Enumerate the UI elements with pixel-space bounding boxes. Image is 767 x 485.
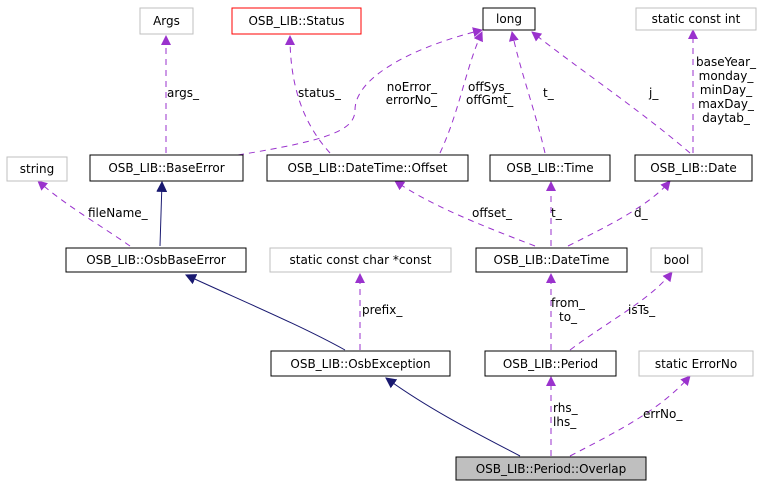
label-rhs: rhs_	[553, 401, 579, 415]
node-datetime-label: OSB_LIB::DateTime	[494, 253, 610, 267]
label-date-d: d_	[634, 206, 649, 220]
label-lhs: lhs_	[553, 415, 577, 429]
label-minday: minDay_	[700, 83, 753, 97]
label-maxday: maxDay_	[698, 97, 755, 111]
node-bool[interactable]: bool	[650, 247, 703, 273]
node-static-int[interactable]: static const int	[635, 7, 757, 31]
label-to: to_	[559, 310, 578, 324]
edge-datetime-date	[567, 180, 671, 247]
label-daytab: daytab_	[702, 111, 751, 125]
node-long-label: long	[496, 12, 522, 26]
node-osb-base-error[interactable]: OSB_LIB::OsbBaseError	[65, 247, 247, 273]
node-static-errorno-label: static ErrorNo	[655, 357, 737, 371]
node-args-label: Args	[153, 14, 180, 28]
node-osb-exception[interactable]: OSB_LIB::OsbException	[270, 350, 451, 377]
node-osb-exception-label: OSB_LIB::OsbException	[290, 357, 430, 371]
edge-overlap-osbexception	[385, 377, 521, 457]
node-string-label: string	[20, 162, 54, 176]
label-offgmt: offGmt_	[466, 93, 514, 107]
node-period[interactable]: OSB_LIB::Period	[484, 350, 617, 377]
label-ists: isTs_	[628, 303, 656, 317]
nodes: Args OSB_LIB::Status long static const i…	[6, 7, 757, 481]
edge-offset-long	[439, 31, 483, 154]
edge-osbbaseerror-string	[37, 180, 131, 247]
label-prefix: prefix_	[362, 303, 403, 317]
node-static-errorno[interactable]: static ErrorNo	[638, 350, 754, 377]
node-date[interactable]: OSB_LIB::Date	[634, 154, 753, 182]
node-date-label: OSB_LIB::Date	[650, 161, 737, 175]
label-time-t: t_	[543, 86, 555, 100]
label-from: from_	[551, 296, 586, 310]
label-baseyear: baseYear_	[696, 55, 757, 69]
node-overlap-label: OSB_LIB::Period::Overlap	[476, 462, 627, 476]
node-static-char-label: static const char *const	[290, 253, 432, 267]
node-string[interactable]: string	[6, 156, 68, 182]
node-base-error-label: OSB_LIB::BaseError	[108, 161, 224, 175]
label-monday: monday_	[699, 69, 755, 83]
label-filename: fileName_	[88, 206, 149, 220]
label-date-j: j_	[648, 86, 659, 100]
node-status[interactable]: OSB_LIB::Status	[231, 7, 362, 35]
edge-osbexception-osbbaseerror	[185, 274, 346, 351]
node-datetime[interactable]: OSB_LIB::DateTime	[475, 247, 628, 273]
node-static-char[interactable]: static const char *const	[269, 247, 452, 273]
label-errno: errNo_	[643, 407, 683, 421]
node-offset[interactable]: OSB_LIB::DateTime::Offset	[266, 154, 469, 182]
node-osb-base-error-label: OSB_LIB::OsbBaseError	[86, 253, 226, 267]
node-base-error[interactable]: OSB_LIB::BaseError	[89, 154, 244, 182]
label-datetime-t: t_	[551, 206, 563, 220]
node-static-int-label: static const int	[652, 12, 741, 26]
edge-offset-status	[285, 35, 331, 154]
label-args: args_	[167, 86, 200, 100]
edge-labels: args_ status_ noError_ errorNo_ offSys_ …	[88, 55, 757, 429]
edge-datetime-offset	[394, 180, 536, 247]
label-offset: offset_	[472, 206, 513, 220]
label-status: status_	[298, 86, 342, 100]
node-time-label: OSB_LIB::Time	[506, 161, 593, 175]
label-offsys: offSys_	[468, 80, 512, 94]
node-offset-label: OSB_LIB::DateTime::Offset	[287, 161, 447, 175]
edges	[37, 27, 698, 457]
label-noerror: noError_	[387, 80, 438, 94]
node-long[interactable]: long	[482, 7, 536, 31]
node-args[interactable]: Args	[139, 7, 194, 35]
node-period-label: OSB_LIB::Period	[503, 357, 598, 371]
edge-baseerror-long	[237, 27, 483, 156]
node-bool-label: bool	[664, 253, 690, 267]
edge-osbbaseerror-baseerror	[156, 180, 168, 247]
edge-date-long	[531, 31, 691, 154]
node-time[interactable]: OSB_LIB::Time	[489, 154, 611, 182]
node-overlap[interactable]: OSB_LIB::Period::Overlap	[455, 456, 647, 481]
node-status-label: OSB_LIB::Status	[248, 14, 344, 28]
label-errorno: errorNo_	[386, 93, 438, 107]
edge-period-bool	[569, 271, 673, 351]
edge-time-long	[508, 31, 546, 154]
